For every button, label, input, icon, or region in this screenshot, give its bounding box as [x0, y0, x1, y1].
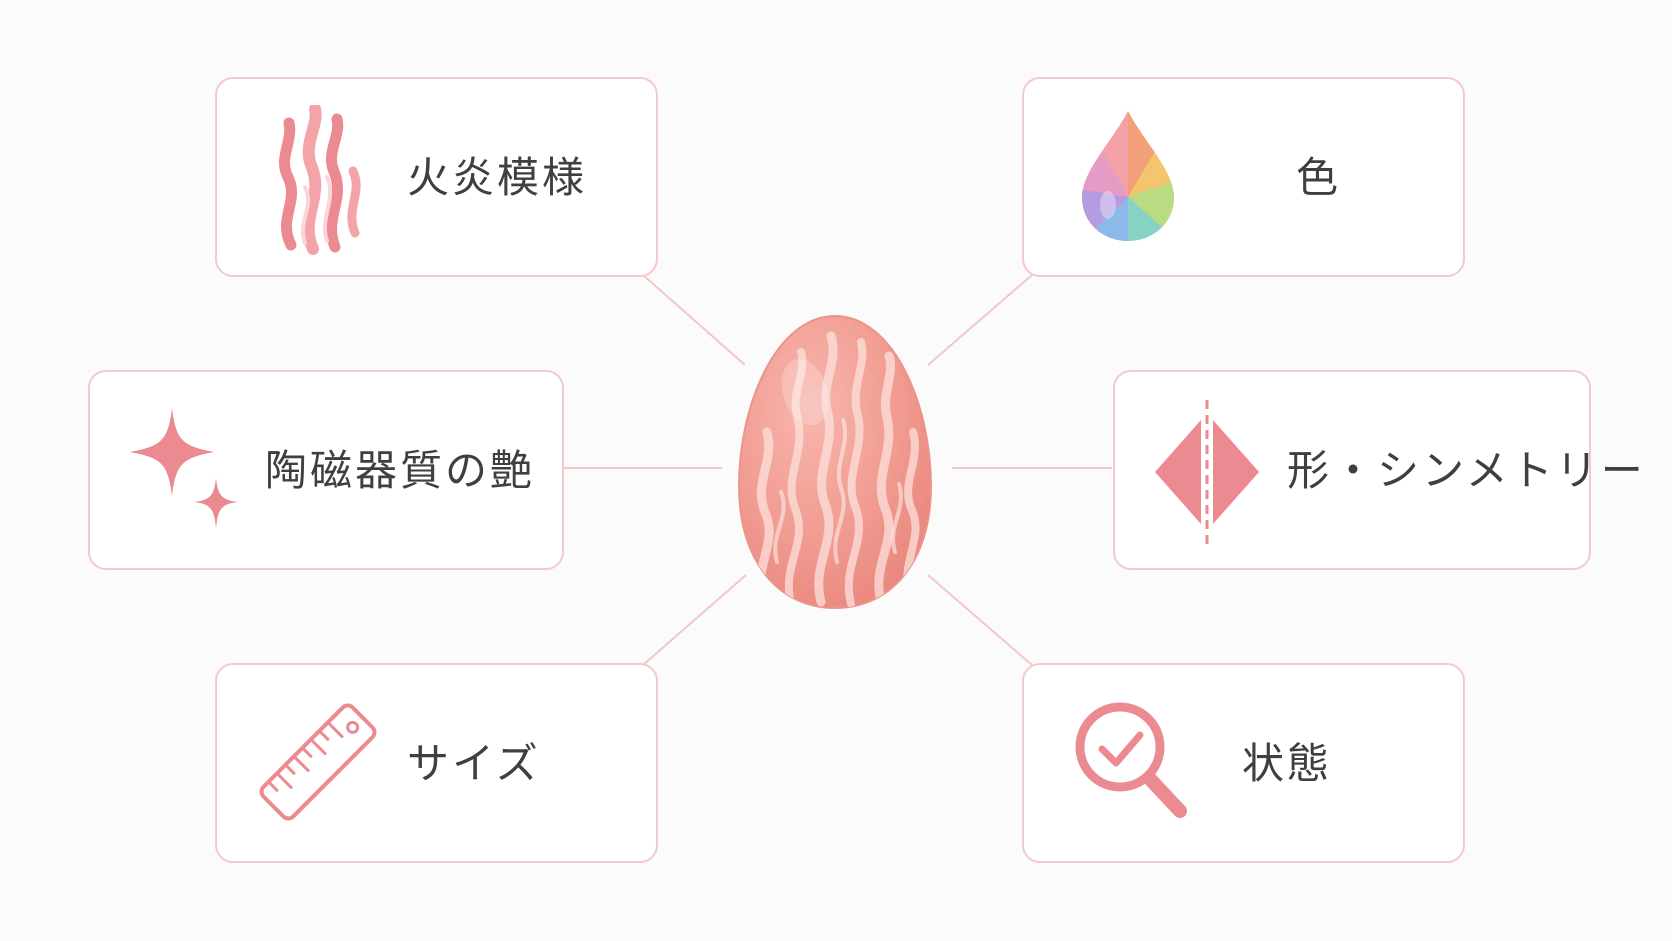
card-condition: 状態: [1022, 663, 1465, 863]
connector-flame-pattern: [642, 274, 746, 366]
color-drop-icon: [1080, 109, 1176, 247]
card-flame-pattern: 火炎模様: [215, 77, 658, 277]
connector-size: [642, 574, 747, 666]
connector-color: [927, 274, 1033, 366]
magnifier-check-icon: [1070, 697, 1196, 833]
card-size: サイズ: [215, 663, 658, 863]
card-luster-label: 陶磁器質の艶: [265, 446, 536, 495]
card-color: 色: [1022, 77, 1465, 277]
connector-condition: [927, 574, 1033, 666]
card-luster: 陶磁器質の艶: [88, 370, 564, 570]
card-condition-label: 状態: [1242, 739, 1333, 788]
card-size-label: サイズ: [407, 739, 541, 788]
card-shape-label: 形・シンメトリー: [1287, 446, 1646, 495]
card-color-label: 色: [1296, 153, 1342, 202]
symmetry-icon: [1153, 400, 1263, 548]
card-shape: 形・シンメトリー: [1113, 370, 1643, 570]
card-flame-pattern-label: 火炎模様: [407, 153, 588, 202]
flame-icon: [275, 103, 365, 259]
ruler-icon: [253, 695, 383, 833]
flame-patterned-egg-icon: [735, 312, 935, 616]
sparkle-icon: [128, 406, 238, 536]
